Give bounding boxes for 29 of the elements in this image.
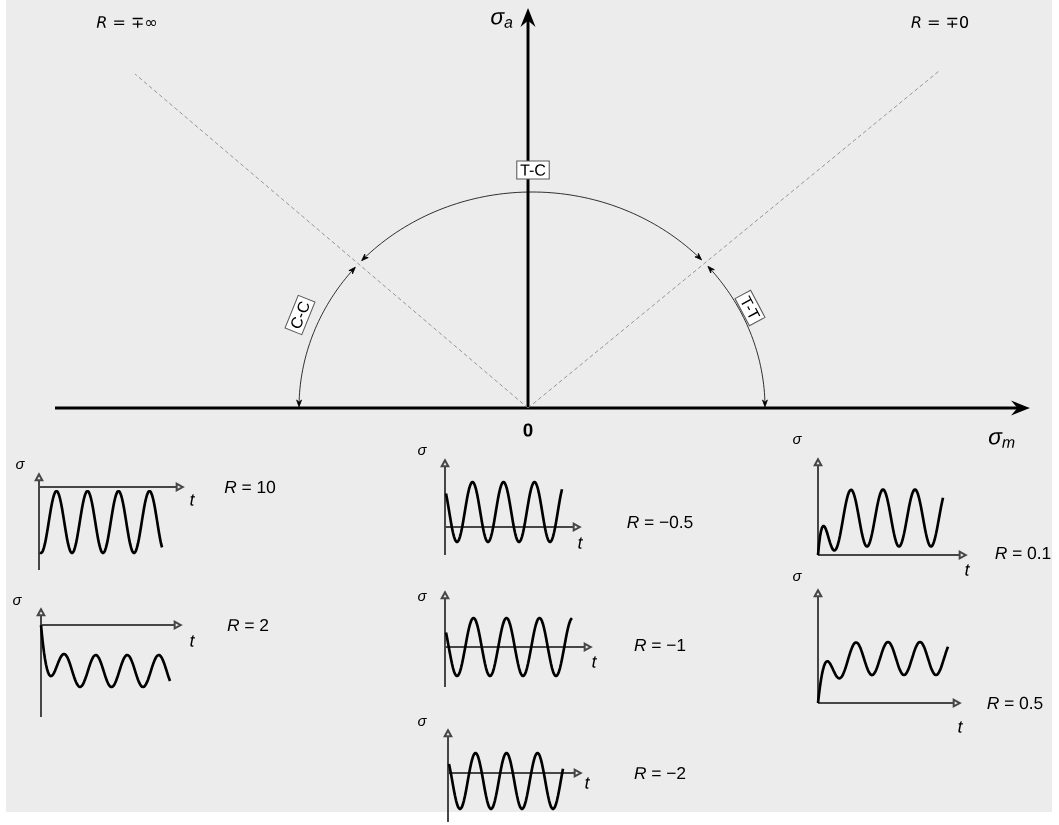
axis-label: t bbox=[190, 494, 195, 506]
axis-label: σ bbox=[13, 597, 22, 605]
axis-label: σ bbox=[418, 718, 427, 726]
axis-label: σ bbox=[793, 573, 802, 581]
ratio-label: R = 0.5 bbox=[987, 696, 1043, 710]
axis-label: σ$_{m}$ bbox=[989, 432, 1015, 448]
axis-label: t bbox=[585, 777, 590, 789]
axis-label: σ bbox=[418, 447, 427, 455]
axis-label: t bbox=[958, 721, 963, 733]
ratio-label: R = 10 bbox=[224, 480, 276, 494]
origin-label: 0 bbox=[523, 423, 533, 437]
ratio-label: R = 2 bbox=[227, 618, 269, 632]
axis-label: σ bbox=[16, 461, 25, 469]
ratio-label: R = −1 bbox=[634, 639, 686, 651]
ratio-line-label: R = ∓∞ bbox=[96, 16, 156, 28]
axis-label: σ$_{a}$ bbox=[491, 12, 513, 28]
label-box: C-C bbox=[284, 294, 316, 336]
ratio-line-label: R = ∓0 bbox=[911, 15, 969, 29]
label-box: T-T bbox=[734, 289, 766, 327]
axis-label: t bbox=[578, 537, 583, 549]
ratio-label: R = 0.1 bbox=[995, 546, 1051, 560]
ratio-label: R = −0.5 bbox=[627, 515, 693, 529]
axis-label: σ bbox=[418, 593, 427, 601]
axis-label: t bbox=[592, 656, 597, 668]
axis-label: t bbox=[965, 564, 970, 576]
axis-label: σ bbox=[793, 436, 802, 444]
label-box: T-C bbox=[516, 160, 550, 180]
ratio-label: R = −2 bbox=[634, 766, 686, 780]
axis-label: t bbox=[190, 635, 195, 647]
